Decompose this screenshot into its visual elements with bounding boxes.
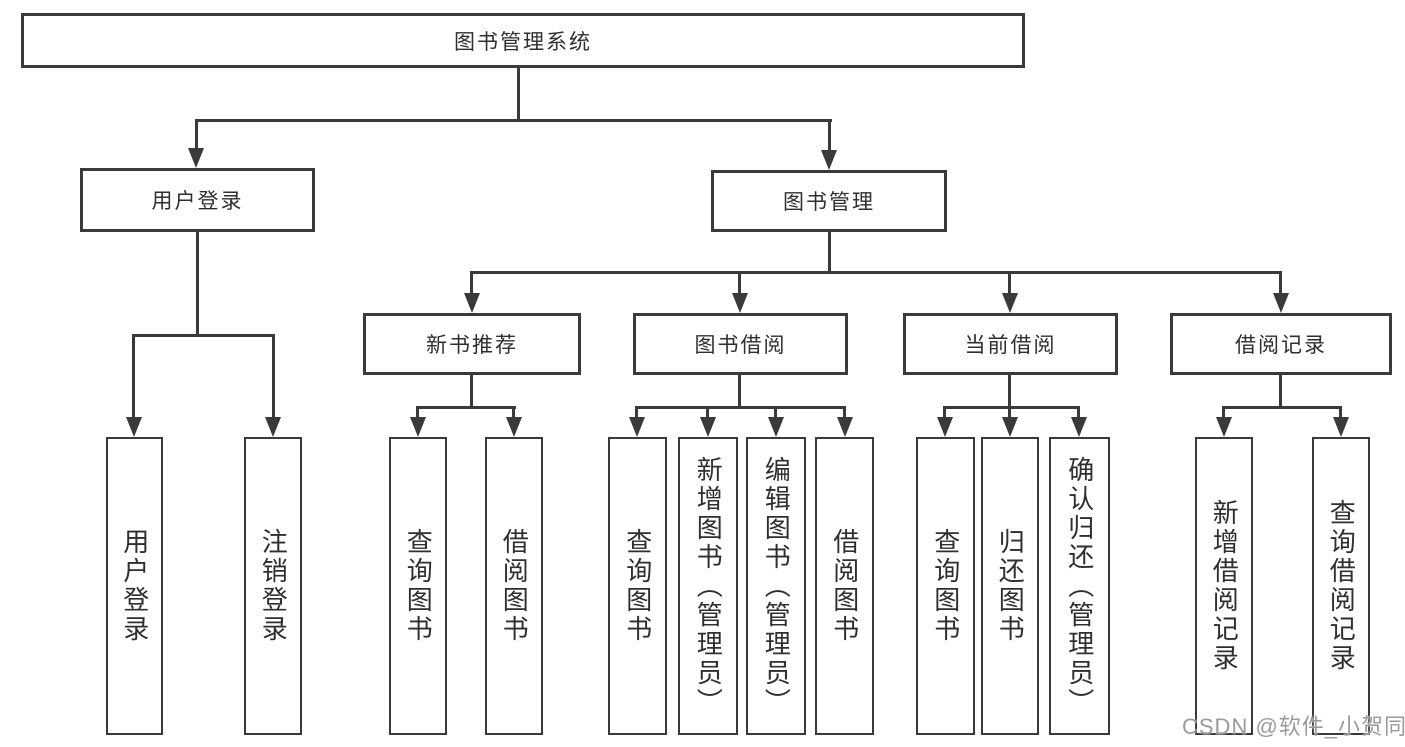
connector-borrow-splitter [635,406,846,409]
arrow-down-icon [1216,417,1232,437]
node-book-borrow: 图书借阅 [633,313,848,375]
connector-to-recommend [470,271,473,294]
connector-level2-splitter [196,119,832,122]
leaf-label: 查询图书 [403,528,434,644]
leaf-borrow-add-books-admin: 新增图书（管理员） [678,437,738,735]
connector-records-drop [1279,375,1282,409]
arrow-down-icon [1002,293,1018,313]
leaf-records-query-record: 查询借阅记录 [1312,437,1370,735]
connector-mgmt-branch-drop [828,232,831,274]
connector-recommend-splitter [416,406,516,409]
connector-to-book-management [828,119,831,151]
connector-to-borrow [738,271,741,294]
connector-current-drop [1008,375,1011,409]
arrow-down-icon [1002,417,1018,437]
arrow-down-icon [1333,417,1349,437]
leaf-borrow-edit-books-admin: 编辑图书（管理员） [746,437,806,735]
connector-current-splitter [943,406,1080,409]
arrow-down-icon [126,417,142,437]
leaf-current-confirm-return-admin: 确认归还（管理员） [1049,437,1110,735]
leaf-borrow-borrow-books: 借阅图书 [815,437,874,735]
connector-to-leaf-logout [272,334,275,418]
arrow-down-icon [732,293,748,313]
connector-to-current [1008,271,1011,294]
connector-root-drop [517,68,520,121]
leaf-label: 确认归还（管理员） [1064,455,1095,717]
arrow-down-icon [768,417,784,437]
node-user-login: 用户登录 [80,168,315,232]
leaf-logout: 注销登录 [244,437,302,735]
connector-leaf-stem [512,406,515,418]
leaf-current-query-books: 查询图书 [916,437,975,735]
connector-leaf-stem [1339,406,1342,418]
connector-leaf-stem [943,406,946,418]
connector-borrow-drop [738,375,741,409]
connector-leaf-stem [843,406,846,418]
node-book-management: 图书管理 [711,170,947,232]
leaf-label: 新增借阅记录 [1209,499,1240,673]
connector-leaf-stem [635,406,638,418]
leaf-label: 用户登录 [119,528,150,644]
leaf-recommend-query-books: 查询图书 [389,437,447,735]
connector-to-records [1279,271,1282,294]
node-borrow-records: 借阅记录 [1170,313,1392,375]
arrow-down-icon [700,417,716,437]
connector-level3-splitter [470,271,1282,274]
connector-user-branch-drop [196,232,199,336]
connector-to-leaf-user-login [132,334,135,418]
leaf-label: 新增图书（管理员） [693,455,724,717]
connector-leaf-stem [1008,406,1011,418]
csdn-watermark: CSDN @软件_小贺同学 [1182,714,1405,739]
connector-user-splitter [132,334,275,337]
leaf-user-login: 用户登录 [106,437,163,735]
arrow-down-icon [837,417,853,437]
connector-leaf-stem [706,406,709,418]
node-current-borrow: 当前借阅 [903,313,1118,375]
leaf-label: 借阅图书 [829,528,860,644]
arrow-down-icon [629,417,645,437]
node-root-library-system: 图书管理系统 [21,13,1025,68]
arrow-down-icon [506,417,522,437]
arrow-down-icon [937,417,953,437]
connector-leaf-stem [416,406,419,418]
leaf-recommend-borrow-books: 借阅图书 [485,437,543,735]
arrow-down-icon [821,150,837,170]
arrow-down-icon [464,293,480,313]
leaf-label: 查询图书 [930,528,961,644]
leaf-label: 编辑图书（管理员） [761,455,792,717]
leaf-borrow-query-books: 查询图书 [608,437,667,735]
arrow-down-icon [1273,293,1289,313]
connector-recommend-drop [470,375,473,409]
leaf-records-add-record: 新增借阅记录 [1195,437,1253,735]
connector-leaf-stem [1077,406,1080,418]
node-new-book-recommend: 新书推荐 [363,313,581,375]
leaf-label: 归还图书 [995,528,1026,644]
leaf-current-return-books: 归还图书 [981,437,1039,735]
leaf-label: 查询图书 [622,528,653,644]
leaf-label: 注销登录 [258,528,289,644]
connector-to-user-login [195,119,198,149]
arrow-down-icon [410,417,426,437]
arrow-down-icon [1071,417,1087,437]
arrow-down-icon [188,148,204,168]
leaf-label: 查询借阅记录 [1326,499,1357,673]
connector-leaf-stem [774,406,777,418]
connector-leaf-stem [1222,406,1225,418]
leaf-label: 借阅图书 [499,528,530,644]
connector-records-splitter [1222,406,1342,409]
arrow-down-icon [265,417,281,437]
